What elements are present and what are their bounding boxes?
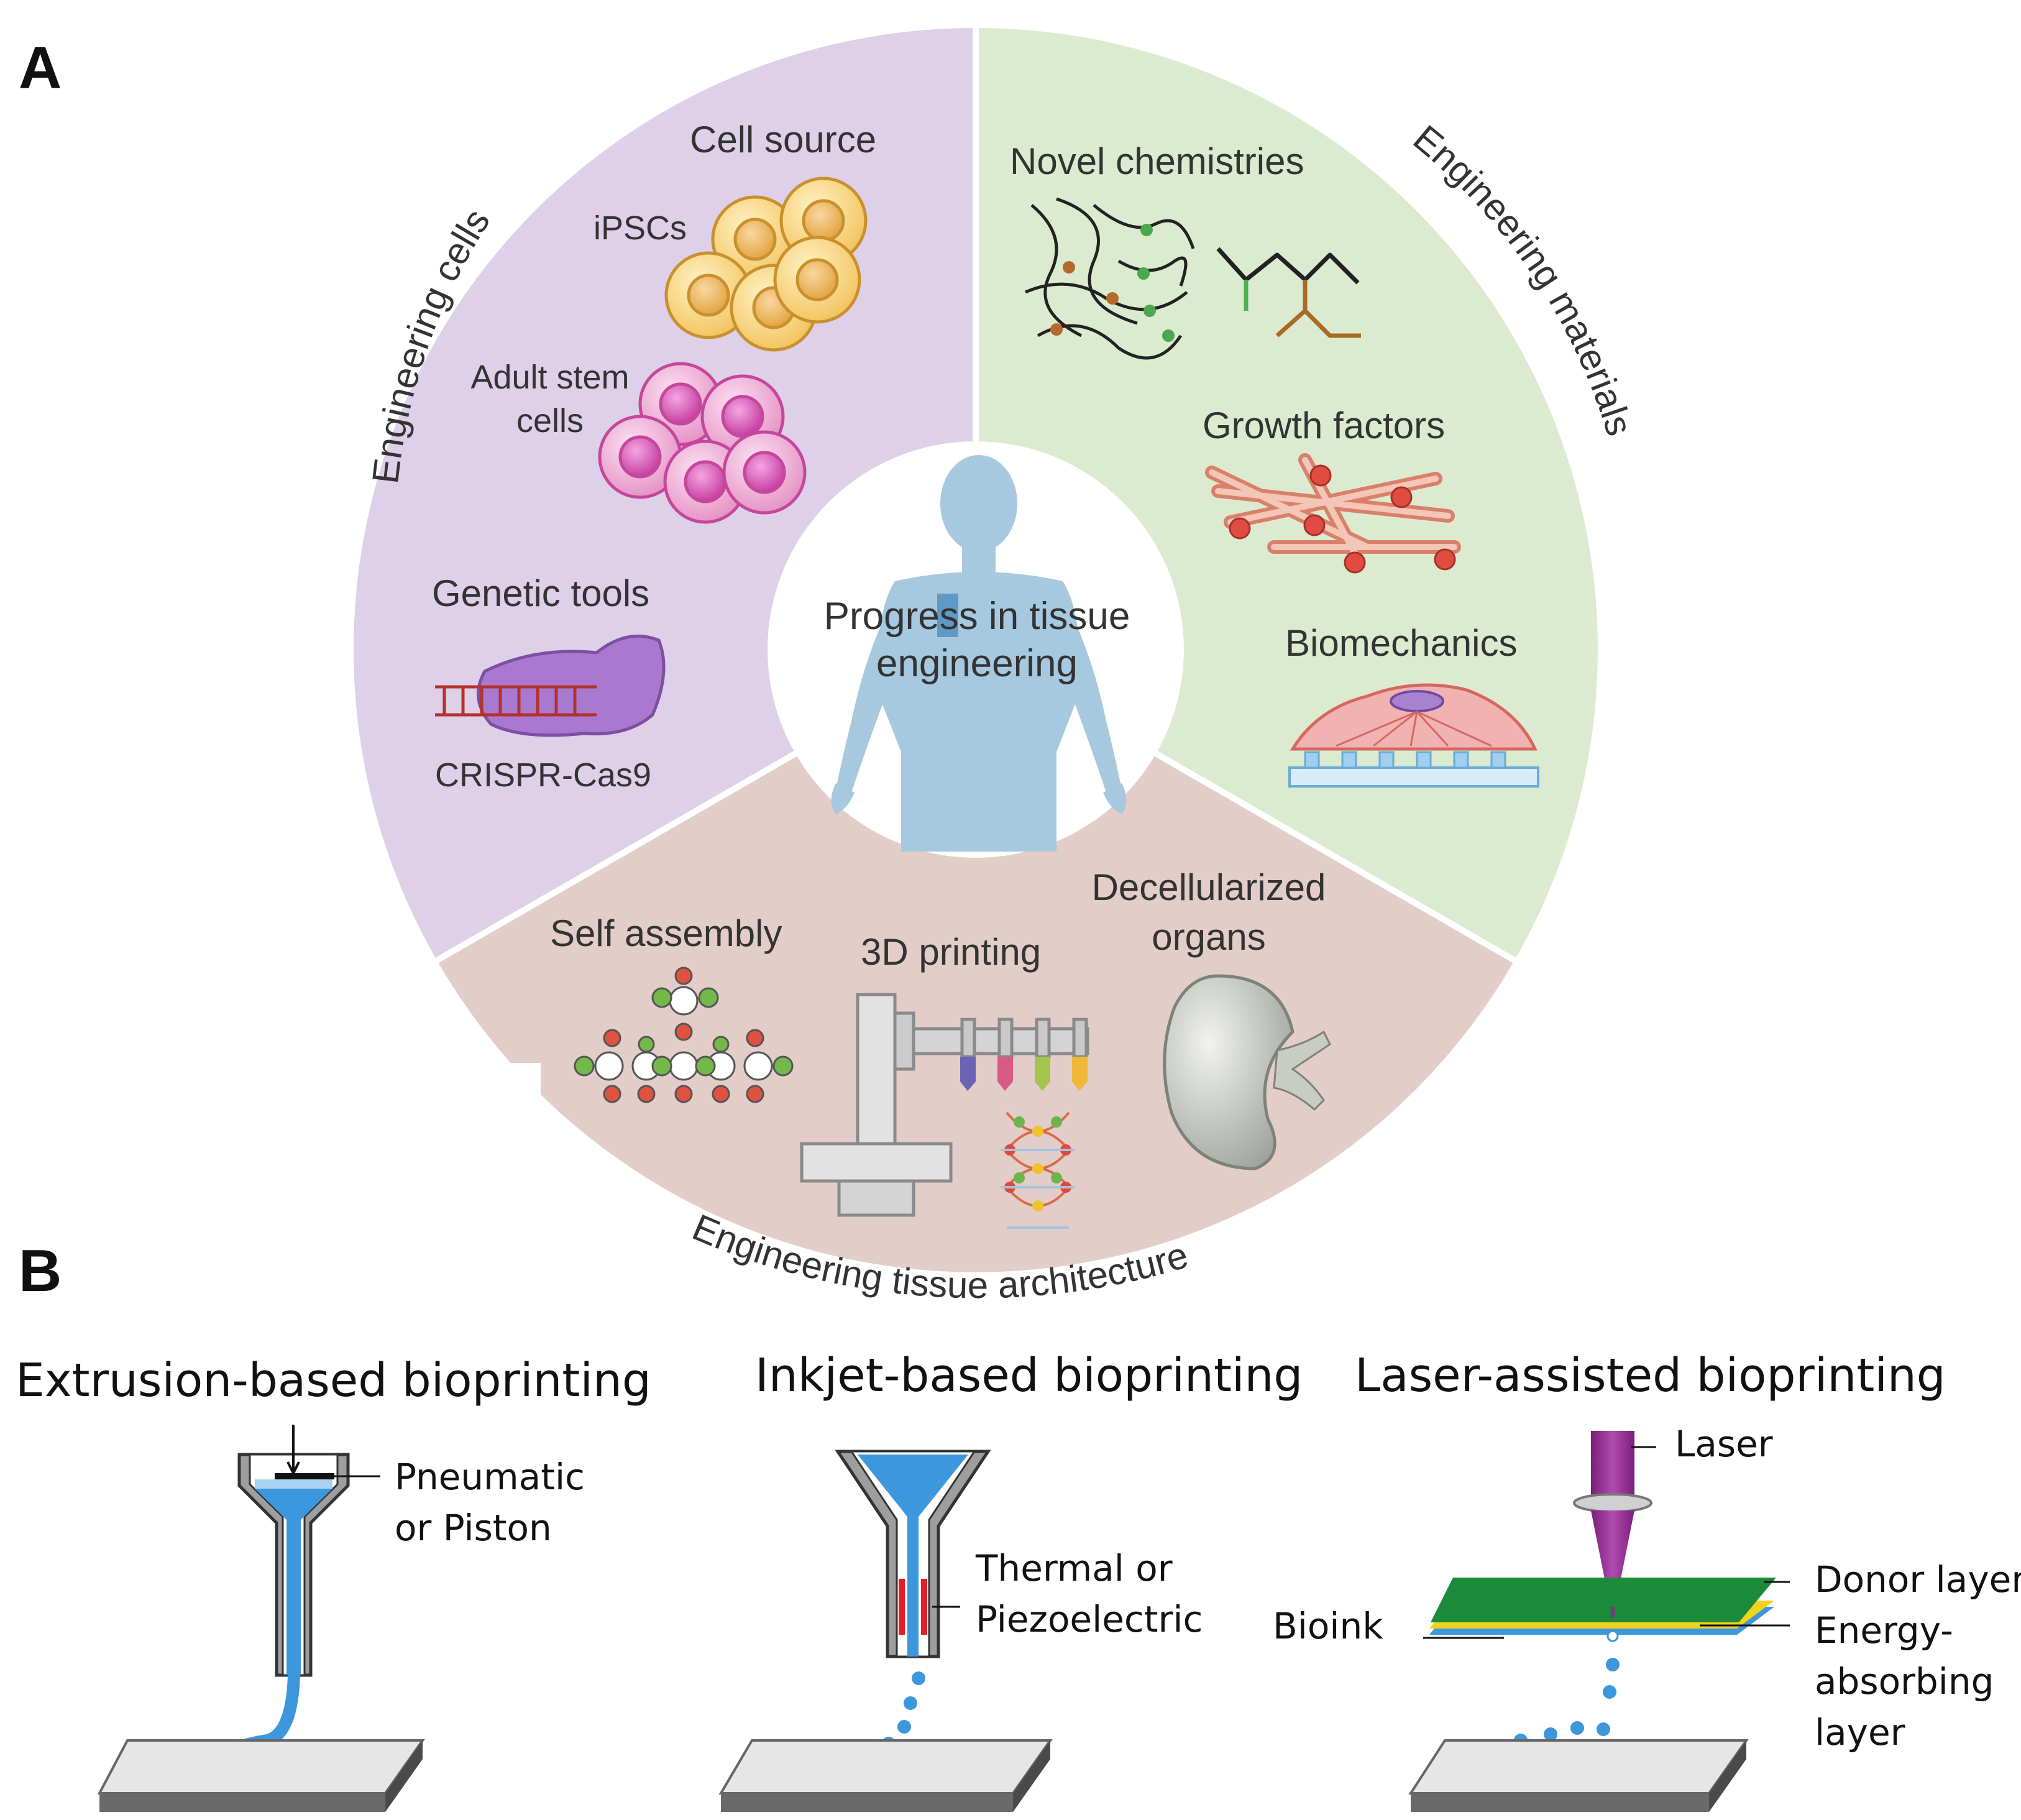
center-label-line2: engineering [876, 642, 1078, 685]
panel-a-letter: A [19, 35, 62, 101]
polymer-network-icon [1025, 197, 1195, 360]
printer-nozzles-icon [960, 1057, 1088, 1091]
laser-assisted-title: Laser-assisted bioprinting [1355, 1349, 1946, 1402]
pneumatic-label-line1: Pneumatic [395, 1456, 585, 1498]
bioink-label: Bioink [1273, 1605, 1383, 1647]
ipsc-cells-icon [664, 177, 868, 352]
laser-label: Laser [1675, 1423, 1773, 1465]
3d-printer-icon [800, 993, 1089, 1217]
adult-stem-label-line2: cells [516, 402, 584, 439]
molecule-structure-icon [1216, 247, 1361, 338]
pneumatic-label-line2: or Piston [395, 1507, 552, 1549]
thermal-label: Thermal or Piezoelectric [976, 1543, 1203, 1645]
adult-stem-label-line1: Adult stem [470, 359, 629, 396]
biomechanics-label: Biomechanics [1285, 622, 1518, 664]
adult-stem-cells-icon [598, 362, 807, 524]
center-label-line1: Progress in tissue [824, 595, 1130, 638]
growth-factors-icon [1205, 453, 1461, 574]
cell-source-label: Cell source [690, 119, 876, 160]
energy-absorbing-line1: Energy- [1815, 1609, 1953, 1652]
printed-lattice-icon [1001, 1111, 1075, 1229]
novel-chemistries-label: Novel chemistries [1010, 140, 1304, 182]
kidney-icon [1163, 974, 1331, 1170]
genetic-tools-label: Genetic tools [432, 572, 649, 614]
donor-layer-label: Donor layer [1815, 1558, 2021, 1601]
decellularized-label-line1: Decellularized [1092, 866, 1326, 908]
inkjet-printer-diagram [718, 1450, 1053, 1812]
crispr-cas9-label: CRISPR-Cas9 [435, 756, 651, 794]
energy-absorbing-line2: absorbing [1815, 1660, 1994, 1703]
extrusion-title: Extrusion-based bioprinting [16, 1354, 651, 1407]
cell-on-substrate-icon [1288, 683, 1539, 788]
inkjet-title: Inkjet-based bioprinting [755, 1349, 1303, 1402]
pneumatic-label: Pneumatic or Piston [395, 1451, 585, 1553]
3d-printing-label: 3D printing [861, 931, 1041, 973]
energy-absorbing-label: Energy- absorbing layer [1815, 1605, 1994, 1758]
laser-printer-diagram [1408, 1431, 1790, 1812]
growth-factors-label: Growth factors [1203, 405, 1445, 446]
crispr-cas9-icon [435, 634, 666, 737]
self-assembly-label: Self assembly [550, 912, 782, 954]
thermal-label-line1: Thermal or [976, 1547, 1173, 1589]
energy-absorbing-line3: layer [1815, 1711, 1905, 1753]
human-body-icon [831, 455, 1127, 852]
self-assembly-icon [574, 967, 794, 1103]
thermal-label-line2: Piezoelectric [976, 1598, 1203, 1640]
decellularized-label-line2: organs [1152, 916, 1265, 958]
extrusion-printer-diagram [97, 1425, 425, 1812]
ipscs-label: iPSCs [593, 209, 687, 247]
panel-b-letter: B [19, 1238, 62, 1304]
